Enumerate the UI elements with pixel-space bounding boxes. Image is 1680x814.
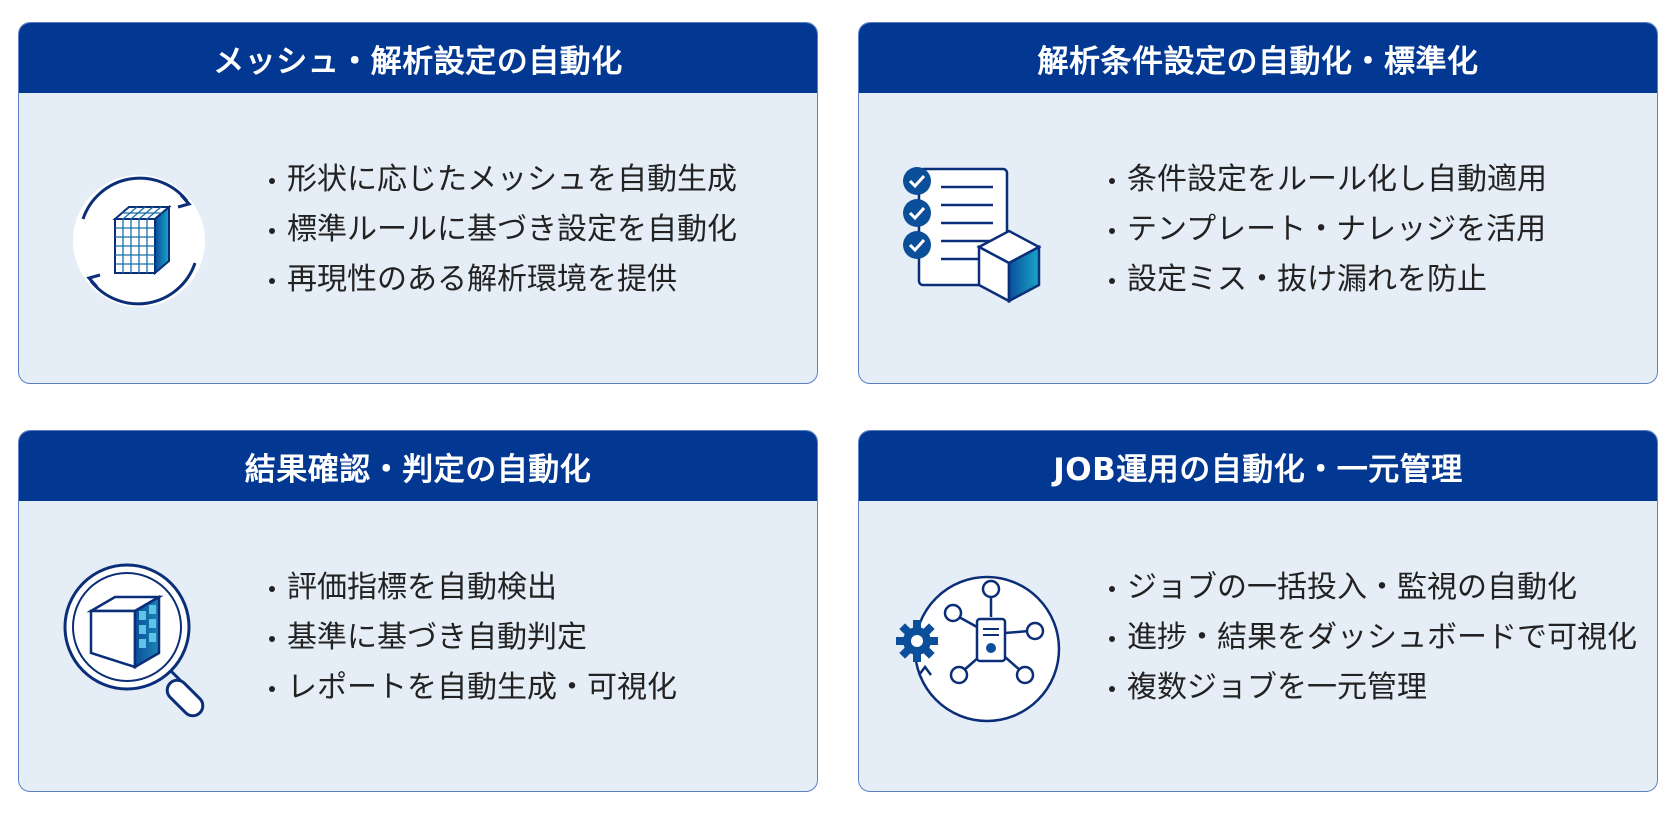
list-item: 形状に応じたメッシュを自動生成 (265, 155, 737, 205)
mesh-cube-cycle-icon (59, 161, 219, 321)
list-item: レポートを自動生成・可視化 (265, 663, 677, 713)
list-item: 複数ジョブを一元管理 (1105, 663, 1637, 713)
card-mesh-automation: メッシュ・解析設定の自動化 (18, 22, 818, 384)
list-item: ジョブの一括投入・監視の自動化 (1105, 563, 1637, 613)
bullet-list: 条件設定をルール化し自動適用 テンプレート・ナレッジを活用 設定ミス・抜け漏れを… (1105, 155, 1547, 305)
list-item: 評価指標を自動検出 (265, 563, 677, 613)
card-body: 形状に応じたメッシュを自動生成 標準ルールに基づき設定を自動化 再現性のある解析… (19, 93, 817, 383)
list-item: 進捗・結果をダッシュボードで可視化 (1105, 613, 1637, 663)
card-result-automation: 結果確認・判定の自動化 (18, 430, 818, 792)
card-job-automation: JOB運用の自動化・一元管理 (858, 430, 1658, 792)
card-title: JOB運用の自動化・一元管理 (859, 431, 1657, 501)
card-condition-automation: 解析条件設定の自動化・標準化 (858, 22, 1658, 384)
bullet-list: ジョブの一括投入・監視の自動化 進捗・結果をダッシュボードで可視化 複数ジョブを… (1105, 563, 1637, 713)
list-item: 標準ルールに基づき設定を自動化 (265, 205, 737, 255)
bullet-list: 評価指標を自動検出 基準に基づき自動判定 レポートを自動生成・可視化 (265, 563, 677, 713)
card-body: 評価指標を自動検出 基準に基づき自動判定 レポートを自動生成・可視化 (19, 501, 817, 791)
checklist-document-icon (897, 161, 1057, 321)
bullet-list: 形状に応じたメッシュを自動生成 標準ルールに基づき設定を自動化 再現性のある解析… (265, 155, 737, 305)
job-network-gear-icon (883, 563, 1073, 723)
list-item: 設定ミス・抜け漏れを防止 (1105, 255, 1547, 305)
card-title: メッシュ・解析設定の自動化 (19, 23, 817, 93)
card-title: 解析条件設定の自動化・標準化 (859, 23, 1657, 93)
list-item: 再現性のある解析環境を提供 (265, 255, 737, 305)
card-body: 条件設定をルール化し自動適用 テンプレート・ナレッジを活用 設定ミス・抜け漏れを… (859, 93, 1657, 383)
list-item: 条件設定をルール化し自動適用 (1105, 155, 1547, 205)
card-body: ジョブの一括投入・監視の自動化 進捗・結果をダッシュボードで可視化 複数ジョブを… (859, 501, 1657, 791)
list-item: テンプレート・ナレッジを活用 (1105, 205, 1547, 255)
magnifier-cube-icon (63, 563, 223, 723)
list-item: 基準に基づき自動判定 (265, 613, 677, 663)
card-title: 結果確認・判定の自動化 (19, 431, 817, 501)
